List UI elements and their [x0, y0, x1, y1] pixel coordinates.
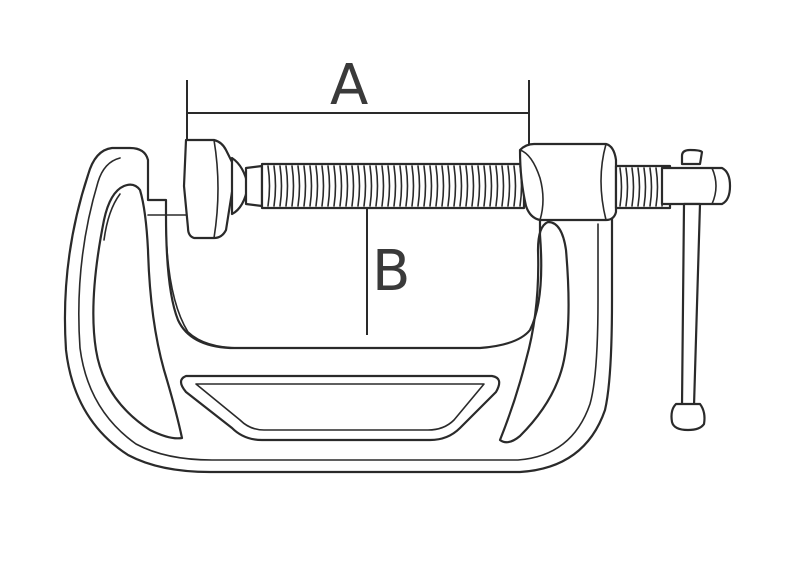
thread-line: [327, 165, 331, 207]
thread-line: [423, 165, 427, 207]
thread-line: [459, 165, 463, 207]
thread-line: [405, 165, 409, 207]
thread-line: [619, 167, 623, 207]
thread-line: [637, 167, 641, 207]
thread-line: [393, 165, 397, 207]
thread-line: [303, 165, 307, 207]
thread-line: [345, 165, 349, 207]
swivel-pad: [182, 138, 264, 240]
thread-line: [453, 165, 457, 207]
thread-line: [625, 167, 629, 207]
thread-line: [501, 165, 505, 207]
thread-line: [631, 167, 635, 207]
thread-line: [357, 165, 361, 207]
thread-line: [507, 165, 511, 207]
thread-line: [375, 165, 379, 207]
thread-line: [351, 165, 355, 207]
thread-line: [489, 165, 493, 207]
thread-line: [291, 165, 295, 207]
thread-line: [643, 167, 647, 207]
clamp-frame: [63, 146, 614, 474]
thread-line: [417, 165, 421, 207]
thread-line: [435, 165, 439, 207]
thread-line: [471, 165, 475, 207]
thread-line: [513, 165, 517, 207]
frame-cutout-left: [92, 183, 184, 440]
thread-line: [649, 167, 653, 207]
thread-line: [321, 165, 325, 207]
dimension-b: B: [366, 208, 410, 335]
dimension-b-label: B: [372, 239, 410, 304]
thread-line: [363, 165, 367, 207]
thread-line: [297, 165, 301, 207]
dimension-a: A: [186, 53, 530, 144]
thread-line: [465, 165, 469, 207]
frame-cutout-right: [498, 220, 570, 444]
thread-line: [399, 165, 403, 207]
thread-line: [333, 165, 337, 207]
thread-line: [483, 165, 487, 207]
thread-line: [273, 165, 277, 207]
thread-line: [429, 165, 433, 207]
thread-line: [381, 165, 385, 207]
thread-line: [441, 165, 445, 207]
thread-line: [387, 165, 391, 207]
thread-line: [495, 165, 499, 207]
thread-line: [477, 165, 481, 207]
thread-line: [411, 165, 415, 207]
t-handle: [660, 148, 732, 432]
screw-boss: [518, 142, 618, 222]
thread-line: [309, 165, 313, 207]
frame-cutout-center: [179, 374, 501, 442]
dimension-a-label: A: [330, 53, 368, 118]
thread-line: [655, 167, 659, 207]
thread-line: [279, 165, 283, 207]
thread-line: [315, 165, 319, 207]
thread-line: [285, 165, 289, 207]
thread-line: [267, 165, 271, 207]
threaded-screw: [260, 162, 526, 210]
thread-line: [447, 165, 451, 207]
thread-line: [369, 165, 373, 207]
thread-line: [339, 165, 343, 207]
